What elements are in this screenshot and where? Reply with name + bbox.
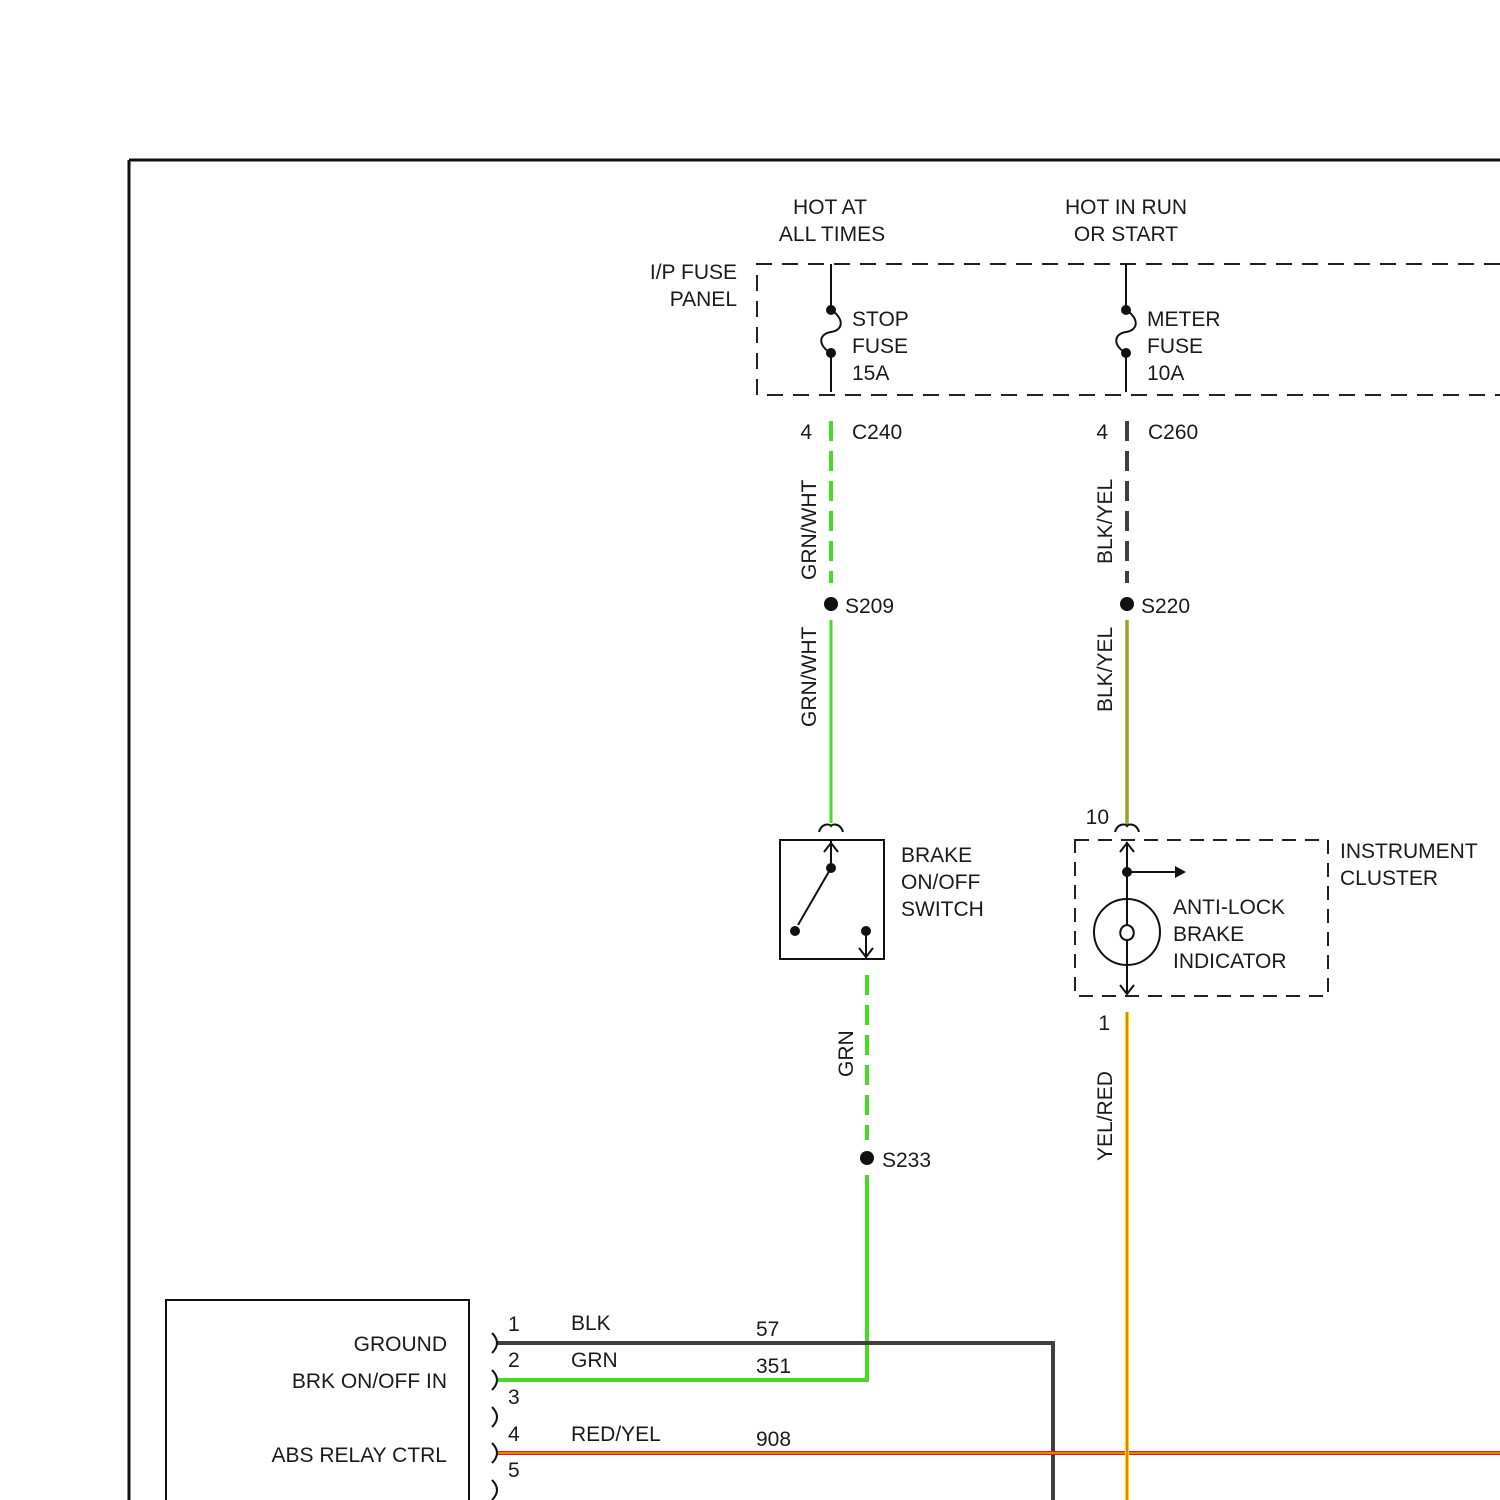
- c240-label: C240: [852, 421, 902, 444]
- module-pin-5: 5: [508, 1459, 520, 1482]
- brake-switch-label-3: SWITCH: [901, 898, 984, 921]
- splice-s233: [860, 1151, 874, 1165]
- stop-fuse-label-2: FUSE: [852, 335, 908, 358]
- indicator-label-1: ANTI-LOCK: [1173, 896, 1285, 919]
- wire-grn-351: [498, 1175, 867, 1380]
- module-pin-4: 4: [508, 1423, 520, 1446]
- feed-left-label-1: HOT AT: [793, 196, 867, 219]
- module-abs-label: ABS RELAY CTRL: [272, 1444, 447, 1467]
- meter-fuse-symbol: [1116, 264, 1136, 392]
- switch-contact-icon: [798, 840, 873, 958]
- indicator-label-2: BRAKE: [1173, 923, 1244, 946]
- wire-351-circuit: 351: [756, 1355, 791, 1378]
- c260-pin: 4: [1096, 421, 1108, 444]
- brake-switch: BRAKE ON/OFF SWITCH: [780, 824, 984, 959]
- splice-s233-label: S233: [882, 1149, 931, 1172]
- connector-c260: 4 C260: [1096, 421, 1198, 444]
- splice-s220: [1120, 597, 1134, 611]
- wire-grn-label-module: GRN: [571, 1349, 618, 1372]
- c260-label: C260: [1148, 421, 1198, 444]
- splice-s209-label: S209: [845, 595, 894, 618]
- cluster-label-2: CLUSTER: [1340, 867, 1438, 890]
- ip-fuse-panel: I/P FUSE PANEL HOT AT ALL TIMES HOT IN R…: [650, 196, 1500, 395]
- stop-fuse-label-1: STOP: [852, 308, 909, 331]
- cluster-pin-out: 1: [1098, 1012, 1110, 1035]
- module-box: [166, 1300, 469, 1500]
- cluster-pin-in: 10: [1086, 806, 1109, 829]
- module-ground-label: GROUND: [354, 1333, 447, 1356]
- feed-right-label-2: OR START: [1074, 223, 1178, 246]
- module-pin-1: 1: [508, 1313, 520, 1336]
- wire-blk-label: BLK: [571, 1312, 611, 1335]
- wire-57-circuit: 57: [756, 1318, 779, 1341]
- cluster-connector-icon: [1115, 824, 1139, 832]
- wire-908-circuit: 908: [756, 1428, 791, 1451]
- meter-fuse-rating: 10A: [1147, 362, 1184, 385]
- feed-left-label-2: ALL TIMES: [779, 223, 885, 246]
- wire-blk-yel-lower-label: BLK/YEL: [1094, 627, 1117, 712]
- wire-yel-red-label: YEL/RED: [1094, 1071, 1117, 1161]
- c240-pin: 4: [800, 421, 812, 444]
- wire-grn-wht-upper-label: GRN/WHT: [798, 480, 821, 580]
- splice-s220-label: S220: [1141, 595, 1190, 618]
- feed-right-label-1: HOT IN RUN: [1065, 196, 1187, 219]
- module-pin-3: 3: [508, 1386, 520, 1409]
- stop-fuse-symbol: [821, 264, 841, 392]
- fuse-panel-label-2: PANEL: [670, 288, 737, 311]
- wire-blk-yel-upper-label: BLK/YEL: [1094, 479, 1117, 564]
- stop-fuse-rating: 15A: [852, 362, 889, 385]
- wire-grn-wht-lower-label: GRN/WHT: [798, 627, 821, 727]
- cluster-label-1: INSTRUMENT: [1340, 840, 1478, 863]
- indicator-label-3: INDICATOR: [1173, 950, 1287, 973]
- connector-c240: 4 C240: [800, 421, 902, 444]
- instrument-cluster: 10 INSTRUMENT CLUSTER ANTI-LOCK BRAKE IN…: [1075, 806, 1478, 1035]
- brake-switch-label-2: ON/OFF: [901, 871, 980, 894]
- module-brk-label: BRK ON/OFF IN: [292, 1370, 447, 1393]
- meter-fuse-label-1: METER: [1147, 308, 1221, 331]
- fuse-panel-label-1: I/P FUSE: [650, 261, 737, 284]
- module-pin-2: 2: [508, 1349, 520, 1372]
- wire-grn-label: GRN: [835, 1030, 858, 1077]
- wire-red-yel-label: RED/YEL: [571, 1423, 661, 1446]
- module-pin-connectors: [492, 1333, 497, 1500]
- splice-s209: [824, 597, 838, 611]
- abs-module: GROUND BRK ON/OFF IN ABS RELAY CTRL 1 2 …: [166, 1300, 791, 1500]
- meter-fuse-label-2: FUSE: [1147, 335, 1203, 358]
- brake-switch-label-1: BRAKE: [901, 844, 972, 867]
- switch-connector-icon: [819, 824, 843, 832]
